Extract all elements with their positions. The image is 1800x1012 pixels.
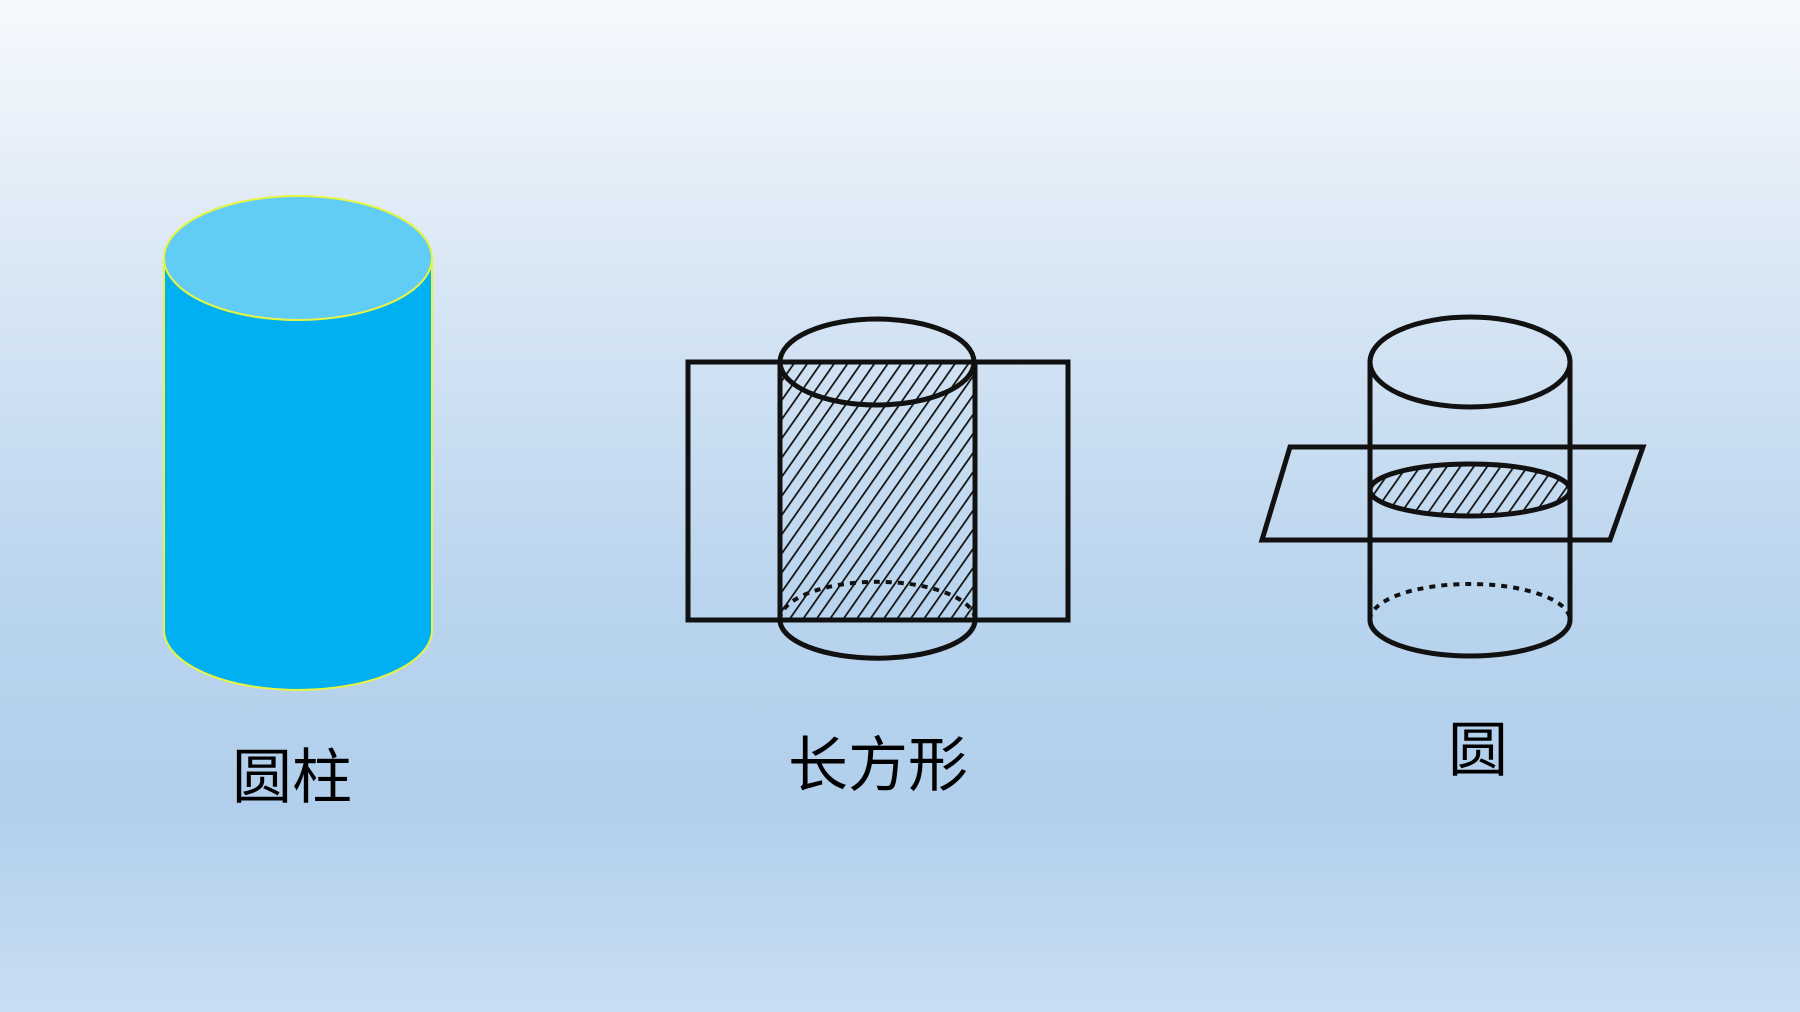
cylinder-body <box>163 257 433 691</box>
circle-section <box>1367 461 1573 519</box>
label-circle: 圆 <box>1448 716 1508 786</box>
cylinder-bottom-back-dashed <box>1368 582 1572 621</box>
label-cylinder: 圆柱 <box>232 743 352 813</box>
cylinder-bottom-front <box>777 619 978 661</box>
cylinder-top-ellipse <box>1367 314 1573 410</box>
horizontal-section <box>1258 314 1647 659</box>
label-rectangle: 长方形 <box>788 731 968 801</box>
cylinder-top-face <box>163 195 433 321</box>
cylinder-bottom-front <box>1367 619 1573 659</box>
vertical-section <box>685 316 1071 661</box>
cutting-plane-horizontal <box>1258 444 1647 543</box>
solid-cylinder <box>163 195 433 691</box>
cylinder-bottom-back-dashed <box>778 579 977 621</box>
